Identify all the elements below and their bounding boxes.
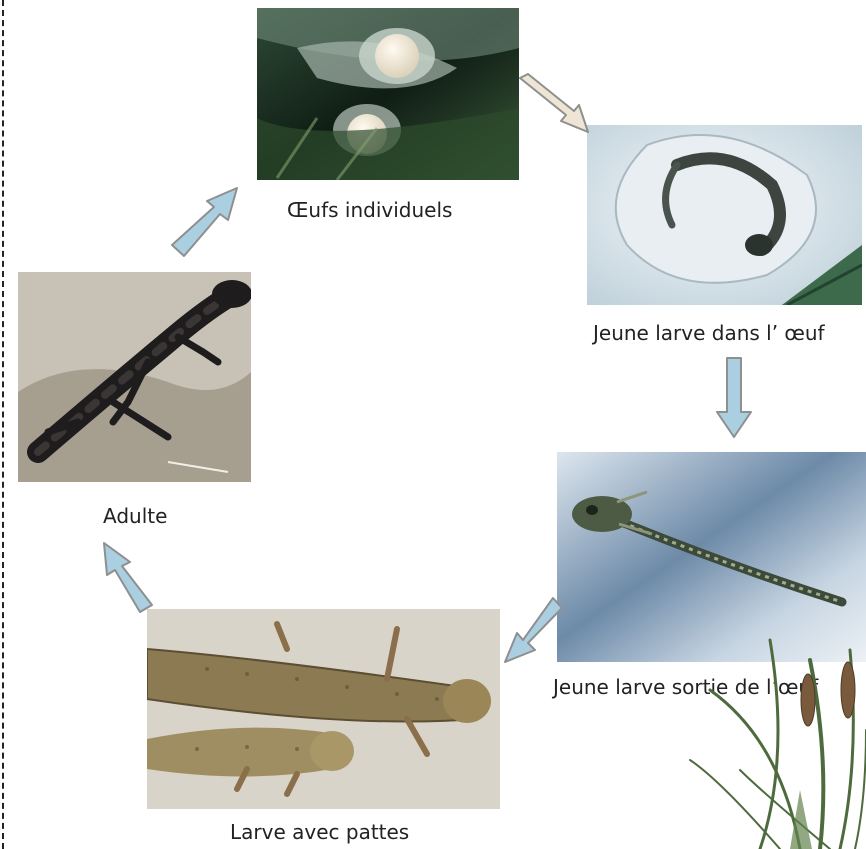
arrow-larva-with-legs-to-adult bbox=[104, 543, 152, 612]
arrow-hatched-larva-to-larva-with-legs bbox=[505, 598, 562, 662]
arrow-adult-to-eggs bbox=[172, 188, 237, 256]
arrow-eggs-to-larva-in-egg bbox=[520, 74, 590, 133]
arrow-larva-in-egg-to-hatched-larva bbox=[717, 358, 751, 437]
